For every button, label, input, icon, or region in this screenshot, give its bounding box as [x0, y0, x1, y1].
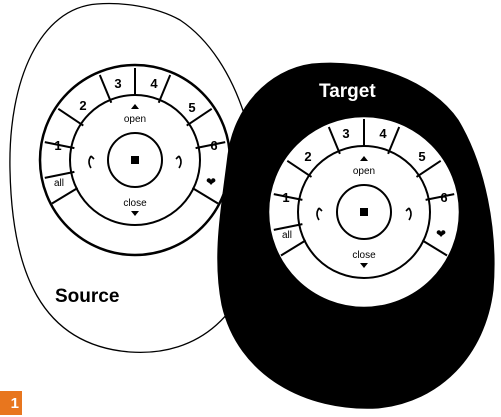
source-button-3[interactable]: 3: [114, 76, 121, 91]
target-favorite-button[interactable]: ❤: [436, 227, 446, 241]
target-button-1[interactable]: 1: [282, 190, 289, 205]
target-open-label[interactable]: open: [353, 166, 375, 177]
target-button-6[interactable]: 6: [440, 190, 447, 205]
target-wheel: 1 2 3 4 5 6 all ❤ open close: [268, 116, 460, 308]
target-button-all[interactable]: all: [282, 230, 292, 241]
source-favorite-button[interactable]: ❤: [206, 175, 216, 189]
target-close-label[interactable]: close: [352, 250, 376, 261]
source-button-2[interactable]: 2: [79, 98, 86, 113]
source-button-all[interactable]: all: [54, 178, 64, 189]
step-number-badge: 1: [0, 391, 22, 415]
source-label: Source: [55, 286, 119, 307]
source-button-4[interactable]: 4: [150, 76, 158, 91]
source-button-5[interactable]: 5: [188, 100, 195, 115]
source-wheel: 1 2 3 4 5 6 all ❤ open close: [40, 65, 230, 255]
source-button-6[interactable]: 6: [210, 138, 217, 153]
source-stop-icon[interactable]: [131, 156, 139, 164]
target-remote: 1 2 3 4 5 6 all ❤ open close: [218, 63, 494, 408]
target-button-2[interactable]: 2: [304, 149, 311, 164]
source-open-label[interactable]: open: [124, 114, 146, 125]
source-close-label[interactable]: close: [123, 198, 147, 209]
target-stop-icon[interactable]: [360, 208, 368, 216]
target-button-4[interactable]: 4: [379, 126, 387, 141]
target-label: Target: [319, 81, 376, 102]
target-button-3[interactable]: 3: [342, 126, 349, 141]
target-button-5[interactable]: 5: [418, 149, 425, 164]
source-button-1[interactable]: 1: [54, 138, 61, 153]
